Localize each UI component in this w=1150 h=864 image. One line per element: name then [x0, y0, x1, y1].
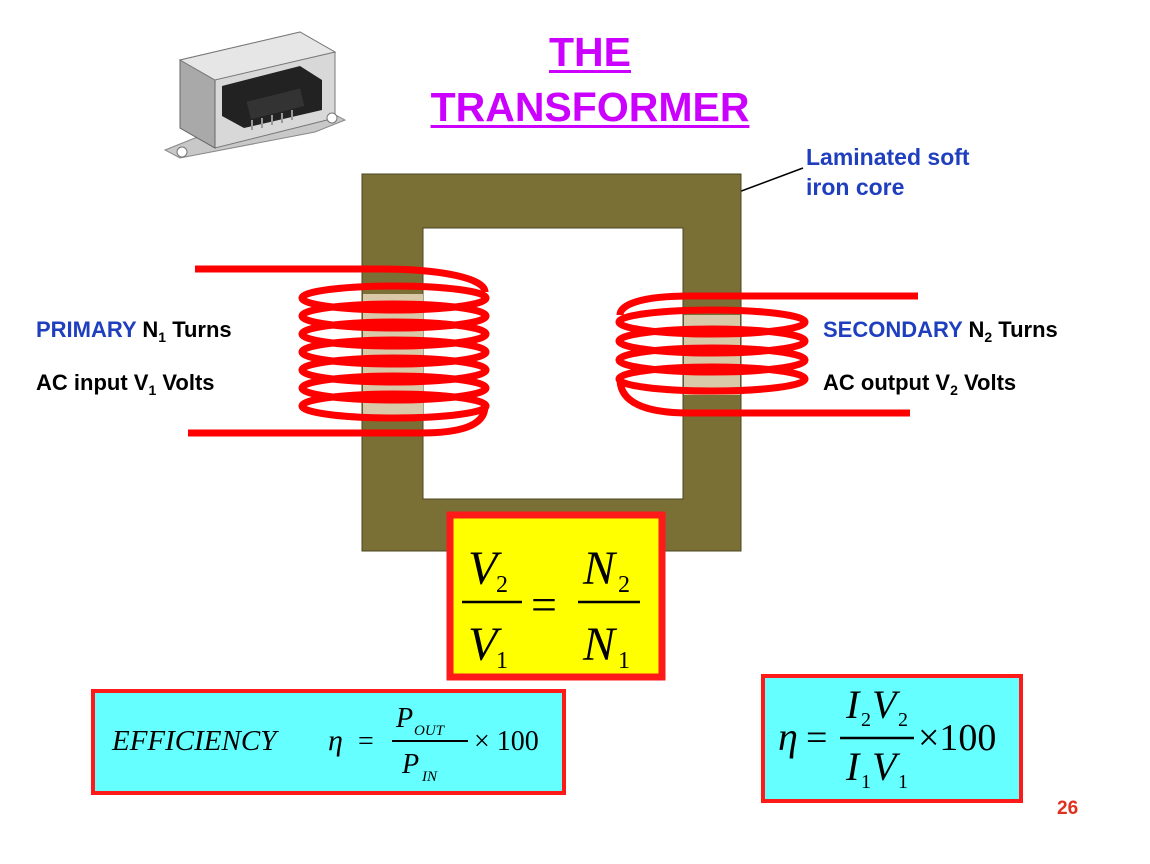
secondary-turns-symbol: N [968, 317, 985, 342]
primary-turns-word: Turns [172, 317, 232, 342]
efficiency-num-sub: OUT [414, 723, 446, 739]
primary-name: PRIMARY [36, 317, 137, 342]
secondary-volts-label: AC output V2 Volts [823, 370, 1017, 398]
title-line-2: TRANSFORMER [430, 84, 750, 130]
power-den-i-sub: 1 [861, 771, 871, 793]
power-num-i-sub: 2 [861, 709, 871, 731]
efficiency-num: P [395, 703, 413, 734]
efficiency-formula-box: EFFICIENCY η = P OUT P IN × 100 [91, 689, 566, 795]
power-times: ×100 [918, 717, 996, 759]
secondary-turns-sub: 2 [984, 329, 993, 345]
ratio-lhs-num-sub: 2 [496, 572, 508, 598]
primary-volts-word: Volts [162, 370, 215, 395]
efficiency-den-sub: IN [421, 769, 438, 785]
secondary-output-text: AC output V [823, 370, 951, 395]
primary-turns-label: PRIMARY N1 Turns [36, 317, 232, 345]
ratio-rhs-num: N [582, 542, 618, 595]
core-label: Laminated soft iron core [806, 143, 970, 203]
secondary-name: SECONDARY [823, 317, 963, 342]
power-den-v: V [872, 744, 901, 789]
ratio-rhs-num-sub: 2 [618, 572, 630, 598]
primary-volts-label: AC input V1 Volts [36, 370, 215, 398]
ratio-formula-box: V 2 V 1 = N 2 N 1 [446, 511, 666, 681]
transformer-photo [163, 31, 347, 159]
secondary-volts-word: Volts [964, 370, 1017, 395]
efficiency-equals: = [358, 726, 374, 757]
primary-input-text: AC input V [36, 370, 149, 395]
power-formula-box: η = I 2 V 2 I 1 V 1 ×100 [761, 674, 1023, 803]
ratio-lhs-num: V [468, 542, 502, 595]
secondary-turns-label: SECONDARY N2 Turns [823, 317, 1058, 345]
power-num-v-sub: 2 [898, 709, 908, 731]
iron-core [361, 173, 742, 552]
ratio-rhs-den: N [582, 618, 618, 671]
power-equals: = [806, 717, 827, 759]
page-number: 26 [1057, 798, 1079, 819]
primary-coil [188, 265, 490, 437]
power-num-v: V [872, 682, 901, 727]
secondary-turns-word: Turns [998, 317, 1058, 342]
power-num-i: I [845, 682, 861, 727]
primary-turns-sub: 1 [158, 329, 167, 345]
title-line-1: THE [549, 29, 631, 75]
ratio-rhs-den-sub: 1 [618, 648, 630, 674]
power-den-i: I [845, 744, 861, 789]
ratio-lhs-den-sub: 1 [496, 648, 508, 674]
efficiency-word: EFFICIENCY [111, 725, 279, 757]
efficiency-eta: η [328, 724, 343, 757]
secondary-volt-sub: 2 [950, 382, 958, 398]
primary-volt-sub: 1 [148, 382, 157, 398]
ratio-lhs-den: V [468, 618, 502, 671]
primary-turns-symbol: N [142, 317, 159, 342]
efficiency-times: × 100 [474, 726, 539, 757]
secondary-coil [615, 292, 918, 417]
power-den-v-sub: 1 [898, 771, 908, 793]
ratio-equals: = [531, 579, 557, 630]
core-label-line-1: Laminated soft [806, 144, 970, 170]
efficiency-den: P [401, 749, 419, 780]
core-label-line-2: iron core [806, 173, 905, 200]
power-eta: η [778, 714, 798, 759]
